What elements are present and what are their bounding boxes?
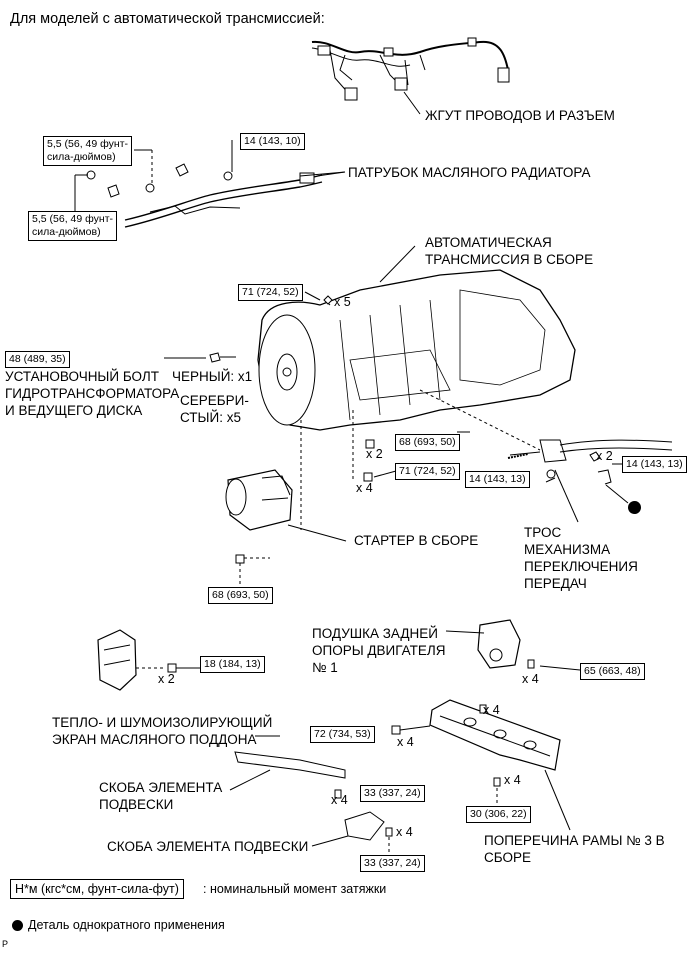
quantity-x4-trans: x 4 bbox=[356, 481, 373, 495]
label-auto-transmission-line1: АВТОМАТИЧЕСКАЯ bbox=[425, 235, 552, 250]
label-wire-harness: ЖГУТ ПРОВОДОВ И РАЗЪЕМ bbox=[425, 108, 615, 123]
label-engine-mount-line3: № 1 bbox=[312, 660, 338, 675]
torque-box-mount: 65 (663, 48) bbox=[580, 663, 645, 680]
label-bolt-line2: ГИДРОТРАНСФОРМАТОРА bbox=[5, 386, 180, 401]
torque-box-bracket-a: 33 (337, 24) bbox=[360, 785, 425, 802]
label-shift-cable-line3: ПЕРЕКЛЮЧЕНИЯ bbox=[524, 559, 638, 574]
label-bracket-b: СКОБА ЭЛЕМЕНТА ПОДВЕСКИ bbox=[107, 839, 309, 854]
bracket-a-drawing bbox=[234, 751, 346, 779]
label-crossmember-line2: СБОРЕ bbox=[484, 850, 531, 865]
single-use-part-marker bbox=[628, 501, 641, 514]
oil-pan-shield-drawing bbox=[97, 629, 280, 737]
quantity-x5: x 5 bbox=[334, 295, 351, 309]
torque-box-tube-clamp: 14 (143, 10) bbox=[240, 133, 305, 150]
quantity-x4-crossmember-bottom: x 4 bbox=[504, 773, 521, 787]
torque-value-line1: 5,5 (56, 49 фунт- bbox=[32, 213, 113, 225]
quantity-x4-mount: x 4 bbox=[522, 672, 539, 686]
engine-mount-drawing bbox=[445, 619, 581, 671]
wire-harness-drawing bbox=[311, 37, 510, 115]
shift-cable-drawing bbox=[507, 439, 673, 523]
label-bracket-a-line1: СКОБА ЭЛЕМЕНТА bbox=[99, 780, 223, 795]
torque-value-line2: сила-дюймов) bbox=[47, 151, 116, 163]
torque-box-converter-bolt: 48 (489, 35) bbox=[5, 351, 70, 368]
label-bolt-line3: И ВЕДУЩЕГО ДИСКА bbox=[5, 403, 143, 418]
label-engine-mount-line1: ПОДУШКА ЗАДНЕЙ bbox=[312, 626, 438, 641]
label-bolt-line1: УСТАНОВОЧНЫЙ БОЛТ bbox=[5, 369, 160, 384]
quantity-x4-crossmember-top: x 4 bbox=[483, 703, 500, 717]
starter-drawing bbox=[225, 469, 347, 587]
torque-box-trans-68: 68 (693, 50) bbox=[395, 434, 460, 451]
bracket-b-drawing bbox=[344, 811, 385, 841]
label-starter: СТАРТЕР В СБОРЕ bbox=[354, 533, 479, 548]
torque-value-line1: 5,5 (56, 49 фунт- bbox=[47, 138, 128, 150]
label-oil-cooler-tube: ПАТРУБОК МАСЛЯНОГО РАДИАТОРА bbox=[348, 165, 591, 180]
label-crossmember-line1: ПОПЕРЕЧИНА РАМЫ № 3 В bbox=[484, 833, 665, 848]
quantity-x2-trans: x 2 bbox=[366, 447, 383, 461]
quantity-x4-crossmember-side: x 4 bbox=[397, 735, 414, 749]
corner-mark: P bbox=[2, 939, 9, 949]
label-oil-pan-shield-line2: ЭКРАН МАСЛЯНОГО ПОДДОНА bbox=[52, 732, 257, 747]
torque-box-lower-left: 5,5 (56, 49 фунт- сила-дюймов) bbox=[28, 211, 117, 241]
crossmember-drawing bbox=[391, 699, 571, 831]
torque-box-cable-14: 14 (143, 13) bbox=[465, 471, 530, 488]
torque-box-crossmember-72: 72 (734, 53) bbox=[310, 726, 375, 743]
label-silver-line1: СЕРЕБРИ- bbox=[180, 393, 249, 408]
label-silver-line2: СТЫЙ: x5 bbox=[180, 410, 241, 425]
page-title: Для моделей с автоматической трансмиссие… bbox=[10, 11, 325, 27]
label-engine-mount-line2: ОПОРЫ ДВИГАТЕЛЯ bbox=[312, 643, 446, 658]
transmission-drawing bbox=[257, 245, 576, 530]
torque-box-shield: 18 (184, 13) bbox=[200, 656, 265, 673]
torque-box-cable-clamp: 14 (143, 13) bbox=[622, 456, 687, 473]
label-black-count: ЧЕРНЫЙ: x1 bbox=[172, 369, 253, 384]
label-shift-cable-line1: ТРОС bbox=[524, 525, 562, 540]
torque-box-crossmember-30: 30 (306, 22) bbox=[466, 806, 531, 823]
quantity-x2-cable: x 2 bbox=[596, 449, 613, 463]
label-shift-cable-line4: ПЕРЕДАЧ bbox=[524, 576, 587, 591]
label-shift-cable-line2: МЕХАНИЗМА bbox=[524, 542, 611, 557]
quantity-x4-bracket-b: x 4 bbox=[396, 825, 413, 839]
quantity-x4-bracket-a: x 4 bbox=[331, 793, 348, 807]
legend-single-use: Деталь однократного применения bbox=[28, 918, 225, 932]
single-use-legend-icon bbox=[12, 920, 23, 931]
oil-cooler-tube-drawing bbox=[86, 163, 346, 228]
torque-box-trans-top: 71 (724, 52) bbox=[238, 284, 303, 301]
label-bracket-a-line2: ПОДВЕСКИ bbox=[99, 797, 174, 812]
torque-box-bracket-b: 33 (337, 24) bbox=[360, 855, 425, 872]
legend-unit-box: Н*м (кгс*см, фунт-сила-фут) bbox=[10, 879, 184, 899]
torque-box-trans-71: 71 (724, 52) bbox=[395, 463, 460, 480]
label-auto-transmission-line2: ТРАНСМИССИЯ В СБОРЕ bbox=[425, 252, 594, 267]
legend-unit-description: : номинальный момент затяжки bbox=[203, 882, 387, 896]
quantity-x2-shield: x 2 bbox=[158, 672, 175, 686]
torque-box-upper-left: 5,5 (56, 49 фунт- сила-дюймов) bbox=[43, 136, 132, 166]
label-oil-pan-shield-line1: ТЕПЛО- И ШУМОИЗОЛИРУЮЩИЙ bbox=[52, 715, 273, 730]
torque-box-starter: 68 (693, 50) bbox=[208, 587, 273, 604]
torque-value-line2: сила-дюймов) bbox=[32, 226, 101, 238]
